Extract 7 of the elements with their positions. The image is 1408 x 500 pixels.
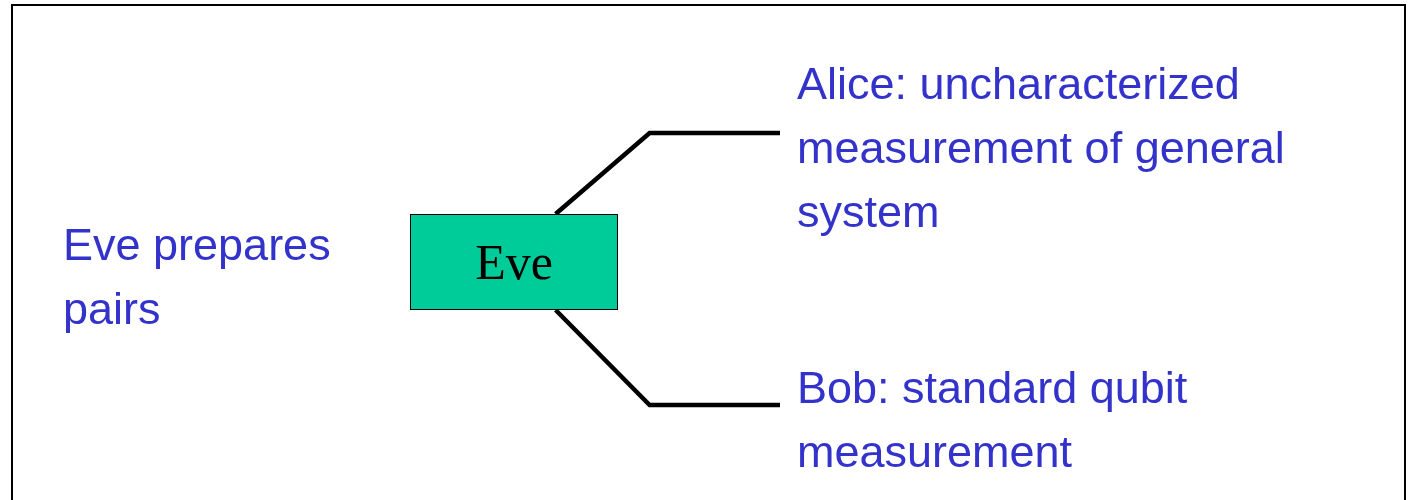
caption-text: Eve prepares pairs (63, 218, 332, 336)
connector-line (554, 130, 780, 216)
connector-line (554, 308, 780, 408)
node-text: Alice: uncharacterized measurement of general system (797, 57, 1286, 239)
node-label: Eve (475, 233, 553, 291)
node-text: Bob: standard qubit measurement (797, 361, 1189, 479)
process-box (410, 214, 618, 310)
